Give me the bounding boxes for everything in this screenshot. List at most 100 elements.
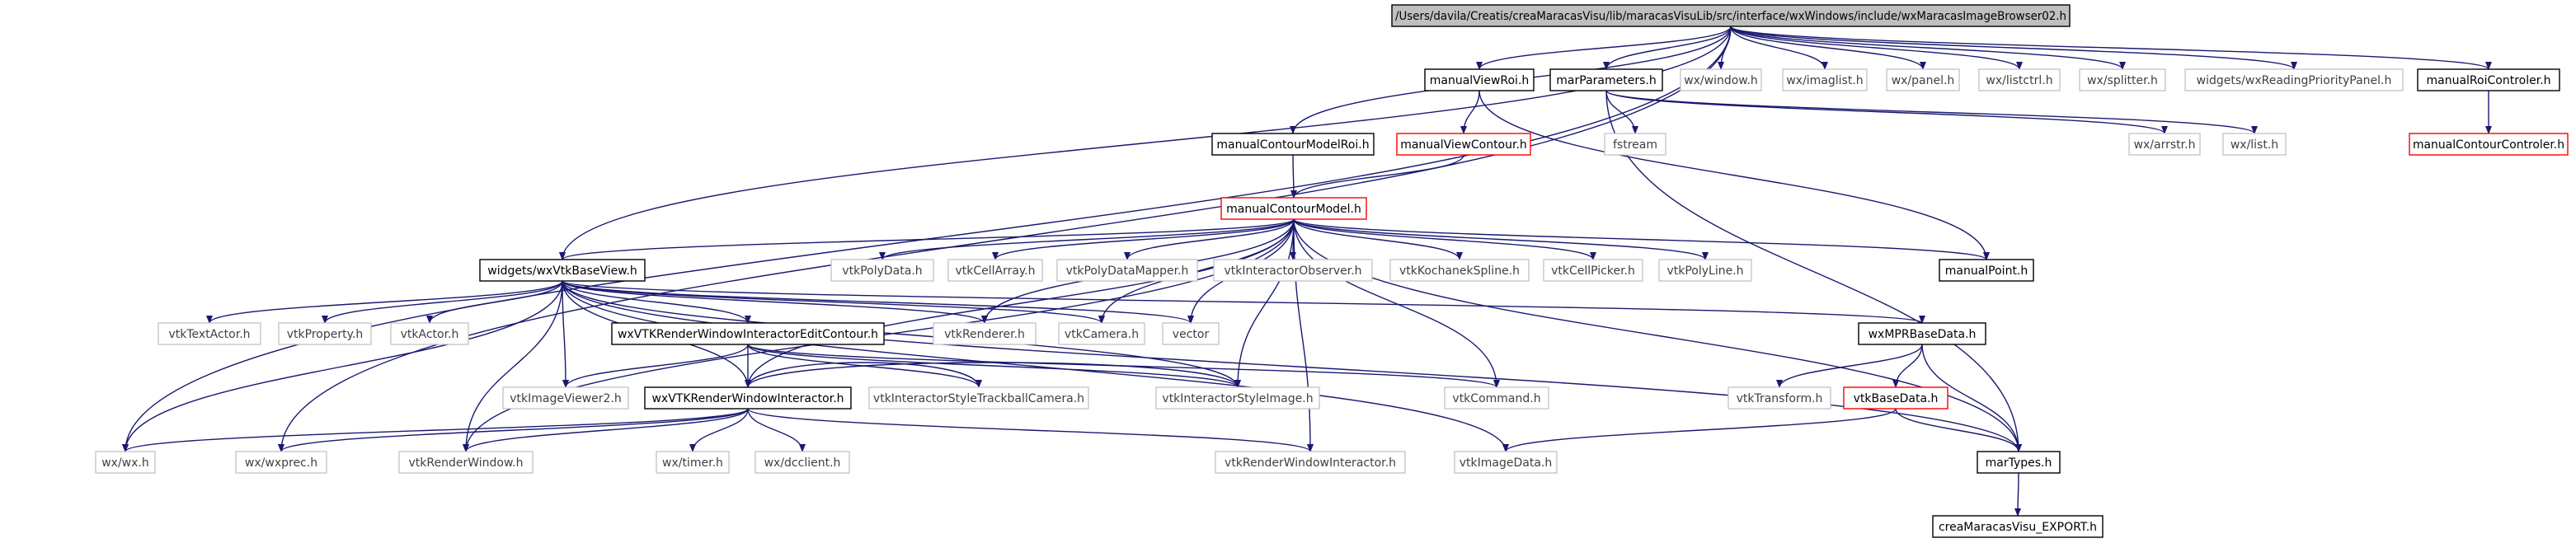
node-box-wxwx (95, 451, 156, 474)
include-edge-marParameters-to-fstream (1605, 90, 1638, 134)
node-label-wxMPRBaseData: wxMPRBaseData.h (1869, 328, 1977, 341)
node-box-manualViewContour (1396, 133, 1531, 156)
node-label-wxarrstr: wx/arrstr.h (2134, 138, 2196, 152)
node-manualContourModelRoi[interactable]: manualContourModelRoi.h (1211, 133, 1375, 156)
node-label-wxpanel: wx/panel.h (1892, 74, 1955, 87)
node-box-wxVtkBaseView (479, 259, 646, 282)
node-label-wxwindow: wx/window.h (1684, 74, 1758, 87)
include-edge-manualViewContour-to-manualContourModel (1290, 154, 1464, 199)
include-edge-marParameters-to-wxlist (1605, 90, 2258, 134)
include-edge-wxVTKRWIEditContour-to-vtkImageViewer2 (562, 344, 749, 388)
node-manualContourModel[interactable]: manualContourModel.h (1220, 197, 1367, 220)
include-edge-wxVTKRWI-to-vtkRenderWindowInteractor (747, 408, 1314, 452)
node-wxarrstr: wx/arrstr.h (2128, 133, 2201, 156)
node-vtkCellArray: vtkCellArray.h (947, 259, 1043, 282)
node-box-vtkActor (390, 322, 469, 345)
node-box-vtkInteractorObserver (1213, 259, 1373, 282)
node-box-wximaglist (1782, 68, 1868, 91)
node-box-vtkInteractorStyleImage (1155, 386, 1320, 410)
node-label-vtkProperty: vtkProperty.h (287, 328, 363, 341)
include-edge-manualContourModel-to-vtkKochanekSpline (1293, 218, 1463, 260)
include-edge-wxVtkBaseView-to-vtkImageData (562, 280, 1509, 452)
node-box-vtkRenderWindow (398, 451, 534, 474)
node-wxpanel: wx/panel.h (1886, 68, 1960, 91)
node-box-vtkProperty (278, 322, 372, 345)
node-label-vtkKochanekSpline: vtkKochanekSpline.h (1399, 264, 1520, 278)
node-label-wxwxprec: wx/wxprec.h (245, 456, 317, 470)
include-edge-wxVtkBaseView-to-wxwx (122, 280, 563, 452)
include-edge-root-to-wxwindow (1718, 26, 1732, 70)
include-edge-manualContourModel-to-manualPoint (1293, 218, 1990, 260)
node-label-manualContourModel: manualContourModel.h (1226, 203, 1361, 216)
node-manualRoiControler[interactable]: manualRoiControler.h (2417, 68, 2560, 91)
include-edge-manualContourModelRoi-to-manualContourModel (1290, 154, 1297, 199)
node-box-vtkBaseData (1843, 386, 1948, 410)
include-edge-wxVTKRWI-to-wxwx (122, 408, 749, 452)
node-vtkBaseData[interactable]: vtkBaseData.h (1843, 386, 1948, 410)
node-wximaglist: wx/imaglist.h (1782, 68, 1868, 91)
node-manualPoint[interactable]: manualPoint.h (1939, 259, 2034, 282)
node-marParameters[interactable]: marParameters.h (1549, 68, 1663, 91)
node-box-vtkCellPicker (1543, 259, 1643, 282)
node-creaExport[interactable]: creaMaracasVisu_EXPORT.h (1932, 515, 2104, 538)
include-edge-manualContourModel-to-vtkCellPicker (1293, 218, 1596, 260)
node-label-creaExport: creaMaracasVisu_EXPORT.h (1939, 521, 2097, 534)
node-vtkRenderWindowInteractor: vtkRenderWindowInteractor.h (1215, 451, 1406, 474)
node-vtkISTrackballCamera: vtkInteractorStyleTrackballCamera.h (868, 386, 1089, 410)
node-box-vector (1162, 322, 1220, 345)
include-edge-root-to-wxsplitter (1730, 26, 2126, 70)
node-manualViewContour[interactable]: manualViewContour.h (1396, 133, 1531, 156)
node-vtkPolyDataMapper: vtkPolyDataMapper.h (1056, 259, 1198, 282)
include-edge-root-to-manualRoiControler (1730, 26, 2492, 70)
include-edge-manualContourModel-to-wxVtkBaseView (559, 218, 1295, 260)
include-edge-wxVTKRWI-to-wxtimer (689, 408, 749, 452)
node-box-vtkImageViewer2 (502, 386, 629, 410)
node-vtkInteractorStyleImage: vtkInteractorStyleImage.h (1155, 386, 1320, 410)
node-label-vtkCamera: vtkCamera.h (1065, 328, 1139, 341)
node-label-manualViewRoi: manualViewRoi.h (1430, 74, 1530, 87)
include-edge-wxMPRBaseData-to-marTypes (1921, 344, 2022, 452)
node-label-vtkPolyLine: vtkPolyLine.h (1666, 264, 1743, 278)
include-edge-root-to-wxwxprec (278, 26, 1732, 452)
node-label-wxVTKRWI: wxVTKRenderWindowInteractor.h (651, 392, 844, 405)
node-box-wxlist (2222, 133, 2287, 156)
node-label-vtkRenderWindowInteractor: vtkRenderWindowInteractor.h (1225, 456, 1396, 470)
node-label-vtkCommand: vtkCommand.h (1452, 392, 1540, 405)
node-label-vtkTextActor: vtkTextActor.h (168, 328, 250, 341)
node-box-vtkISTrackballCamera (868, 386, 1089, 410)
include-edge-vtkBaseData-to-marTypes (1895, 408, 2022, 452)
node-box-manualContourModel (1220, 197, 1367, 220)
node-marTypes[interactable]: marTypes.h (1977, 451, 2061, 474)
include-edge-wxVtkBaseView-to-vtkRenderWindow (463, 280, 563, 452)
node-box-marTypes (1977, 451, 2061, 474)
node-label-wxtimer: wx/timer.h (662, 456, 723, 470)
node-manualViewRoi[interactable]: manualViewRoi.h (1424, 68, 1535, 91)
node-box-vtkTransform (1728, 386, 1831, 410)
node-wxVTKRWIEditContour[interactable]: wxVTKRenderWindowInteractorEditContour.h (611, 322, 885, 345)
node-box-manualPoint (1939, 259, 2034, 282)
node-box-vtkPolyData (830, 259, 934, 282)
include-edge-wxVtkBaseView-to-vtkProperty (322, 280, 563, 324)
node-vtkCamera: vtkCamera.h (1058, 322, 1145, 345)
include-edge-manualContourModel-to-vtkRenderWindowInteractor (1293, 218, 1314, 452)
node-wxVtkBaseView[interactable]: widgets/wxVtkBaseView.h (479, 259, 646, 282)
node-wxVTKRWI[interactable]: wxVTKRenderWindowInteractor.h (644, 386, 852, 410)
node-label-manualContourModelRoi: manualContourModelRoi.h (1216, 138, 1369, 152)
node-box-vtkImageData (1454, 451, 1558, 474)
include-edge-wxVTKRWI-to-vtkInteractorStyleImage (747, 362, 1241, 388)
node-box-wxVTKRWI (644, 386, 852, 410)
node-box-creaExport (1932, 515, 2104, 538)
node-wxReadingPriority: widgets/wxReadingPriorityPanel.h (2184, 68, 2404, 91)
node-label-vtkPolyData: vtkPolyData.h (842, 264, 922, 278)
node-fstream: fstream (1604, 133, 1666, 156)
node-box-wxVTKRWIEditContour (611, 322, 885, 345)
nodes-layer: /Users/davila/Creatis/creaMaracasVisu/li… (95, 4, 2569, 538)
node-box-vtkPolyLine (1658, 259, 1752, 282)
node-manualContourControler[interactable]: manualContourControler.h (2409, 133, 2569, 156)
include-edge-wxVTKRWI-to-vtkISTrackballCamera (747, 362, 982, 388)
include-edge-manualContourModel-to-vtkPolyLine (1293, 218, 1709, 260)
include-edge-wxVTKRWI-to-vtkRenderWindow (463, 408, 749, 452)
node-label-vtkInteractorObserver: vtkInteractorObserver.h (1224, 264, 1361, 278)
node-root[interactable]: /Users/davila/Creatis/creaMaracasVisu/li… (1391, 4, 2071, 27)
node-wxMPRBaseData[interactable]: wxMPRBaseData.h (1858, 322, 1986, 345)
